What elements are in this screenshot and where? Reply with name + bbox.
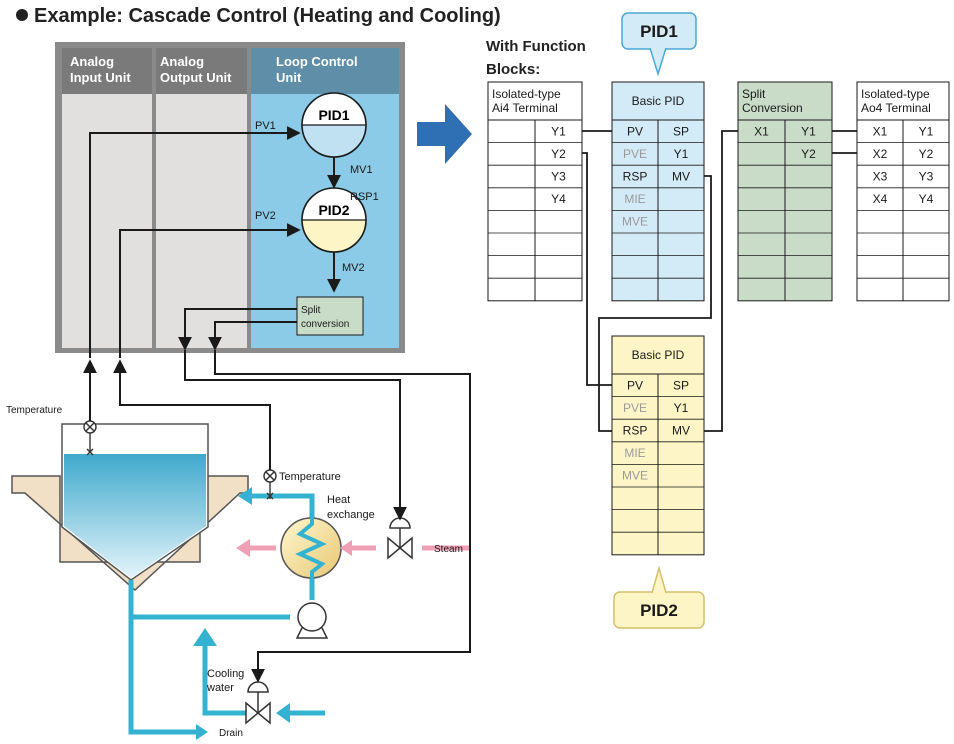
temperature-right-label: Temperature xyxy=(279,471,341,483)
block-cell-y1: Y1 xyxy=(919,124,934,138)
heat-exchange-label-1: Heat xyxy=(327,494,350,506)
block-cell-y4: Y4 xyxy=(919,192,934,206)
block-cell-mv: MV xyxy=(672,424,690,438)
pid2-bubble-label: PID2 xyxy=(318,202,349,218)
block-cell-x1: X1 xyxy=(754,124,769,138)
pid1-bubble: PID1 xyxy=(301,92,367,158)
block-cell-mv: MV xyxy=(672,170,690,184)
block-title-line: Split xyxy=(742,87,766,101)
block-cell-pv: PV xyxy=(627,378,643,392)
block-title-line: Ai4 Terminal xyxy=(492,101,558,115)
block-wiring xyxy=(582,130,857,432)
block-cell-y2: Y2 xyxy=(551,147,566,161)
function-blocks-title-2: Blocks: xyxy=(486,61,540,78)
block-cell-y1: Y1 xyxy=(674,401,689,415)
block-cell-mve: MVE xyxy=(622,469,648,483)
mv2-label: MV2 xyxy=(342,262,365,274)
heat-exchange-label-2: exchange xyxy=(327,509,375,521)
block-cell-y3: Y3 xyxy=(551,170,566,184)
temperature-sensor-left-icon xyxy=(83,420,97,456)
block-title-line: Basic PID xyxy=(632,348,685,362)
steam-label: Steam xyxy=(434,544,463,555)
block-cell-y1: Y1 xyxy=(551,124,566,138)
block-cell-y2: Y2 xyxy=(801,147,816,161)
title-bullet-icon xyxy=(16,9,28,21)
temperature-left-label: Temperature xyxy=(6,405,63,416)
drain-label: Drain xyxy=(219,728,243,739)
block-cell-rsp: RSP xyxy=(623,170,648,184)
rsp1-label: RSP1 xyxy=(350,191,379,203)
block-cell-y1: Y1 xyxy=(801,124,816,138)
pid1-bubble-label: PID1 xyxy=(318,107,349,123)
block-cell-x4: X4 xyxy=(873,192,888,206)
cooling-up-arrow-icon xyxy=(193,628,217,646)
block-title-line: Conversion xyxy=(742,101,803,115)
block-cell-sp: SP xyxy=(673,124,689,138)
pump-icon xyxy=(295,602,329,639)
block-cell-mie: MIE xyxy=(624,192,645,206)
controller-signal-lines xyxy=(89,126,341,358)
block-cell-mve: MVE xyxy=(622,215,648,229)
drain-arrow-icon xyxy=(196,724,208,740)
steam-valve-icon xyxy=(387,517,413,560)
block-title-line: Basic PID xyxy=(632,94,685,108)
block-title-line: Ao4 Terminal xyxy=(861,101,931,115)
block-cell-y1: Y1 xyxy=(674,147,689,161)
block-cell-y4: Y4 xyxy=(551,192,566,206)
block-cell-x3: X3 xyxy=(873,170,888,184)
split-label-2: conversion xyxy=(301,319,349,330)
block-cell-x1: X1 xyxy=(873,124,888,138)
split-label-1: Split xyxy=(301,305,321,316)
mv1-label: MV1 xyxy=(350,164,373,176)
block-cell-mie: MIE xyxy=(624,446,645,460)
analog-input-header xyxy=(62,48,152,94)
analog-output-label-1: Analog xyxy=(160,54,204,69)
loop-control-label-1: Loop Control xyxy=(276,54,358,69)
analog-output-label-2: Output Unit xyxy=(160,70,232,85)
function-blocks-title-1: With Function xyxy=(486,38,586,55)
split-conversion-box xyxy=(296,296,364,336)
page-title: Example: Cascade Control (Heating and Co… xyxy=(34,5,501,27)
analog-output-header xyxy=(156,48,247,94)
field-signal-lines xyxy=(83,350,471,683)
cooling-water-label-2: water xyxy=(206,682,234,694)
pv2-label: PV2 xyxy=(255,210,276,222)
block-cell-pve: PVE xyxy=(623,401,647,415)
cooling-valve-icon xyxy=(245,681,271,725)
analog-input-label-2: Input Unit xyxy=(70,70,131,85)
analog-input-label-1: Analog xyxy=(70,54,114,69)
block-cell-rsp: RSP xyxy=(623,424,648,438)
steam-arrow-icon xyxy=(340,540,352,556)
block-cell-pve: PVE xyxy=(623,147,647,161)
block-title-line: Isolated-type xyxy=(492,87,561,101)
block-cell-x2: X2 xyxy=(873,147,888,161)
pid2-bubble: PID2 xyxy=(301,187,367,253)
block-title-line: Isolated-type xyxy=(861,87,930,101)
cooling-water-label-1: Cooling xyxy=(207,668,244,680)
tank xyxy=(11,423,249,592)
pid2-callout-label: PID2 xyxy=(640,601,678,620)
right-arrow-icon xyxy=(417,104,472,164)
return-arrow-icon xyxy=(238,487,252,505)
cooling-inlet-arrow-icon xyxy=(276,703,290,723)
loop-control-header xyxy=(251,48,399,94)
pid2-callout: PID2 xyxy=(613,565,705,629)
analog-output-column xyxy=(156,48,247,348)
pid1-callout: PID1 xyxy=(621,12,697,77)
pv1-label: PV1 xyxy=(255,120,276,132)
pid1-callout-label: PID1 xyxy=(640,22,678,41)
heat-out-arrow-icon xyxy=(236,539,250,557)
block-cell-y3: Y3 xyxy=(919,170,934,184)
block-cell-y2: Y2 xyxy=(919,147,934,161)
block-cell-sp: SP xyxy=(673,378,689,392)
analog-input-column xyxy=(62,48,152,348)
block-cell-pv: PV xyxy=(627,124,643,138)
loop-control-label-2: Unit xyxy=(276,70,302,85)
